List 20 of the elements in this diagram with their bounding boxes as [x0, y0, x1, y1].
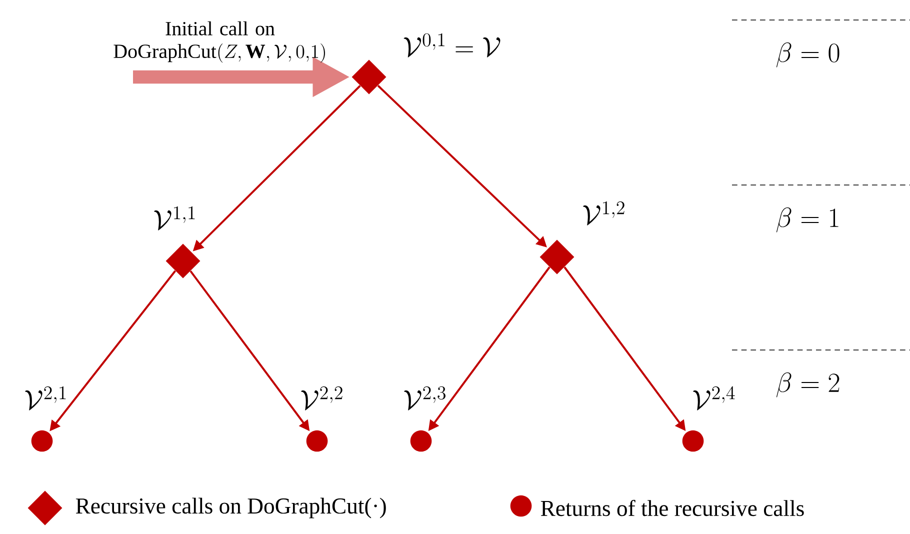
level-label: $\beta = 2$ [776, 372, 840, 398]
set-label: $\mathcal{V}^{2,2}$ [301, 386, 342, 410]
set-label: $\mathcal{V}^{2,4}$ [693, 386, 735, 410]
set-label: $\mathcal{V}^{1,1}$ [154, 206, 195, 230]
level-label: $\beta = 1$ [776, 207, 838, 232]
call-diamond [352, 60, 386, 94]
set-label: $\mathcal{V}^{2,1}$ [25, 386, 66, 410]
level-label: $\beta = 0$ [776, 42, 840, 68]
set-label: $\mathcal{V}^{2,3}$ [404, 386, 446, 410]
set-label: $\mathcal{V}^{0,1} = \mathcal{V}$ [404, 33, 500, 58]
call-diamond [166, 244, 200, 278]
return-dot [410, 430, 432, 452]
return-dot [682, 430, 704, 452]
legend-text: Returns of the recursive calls [540, 500, 804, 516]
legend-text: Recursive calls on DoGraphCut(·) [76, 498, 386, 518]
edge-label: $\text{Initial call on} \allowbreak \text{DoGraphCut}(Z, \mathbf{W}, \mathcal{V}, 0{,}1)$ [114, 21, 325, 63]
call-diamond [540, 240, 574, 274]
return-dot [31, 430, 53, 452]
return-dot [306, 430, 328, 452]
set-label: $\mathcal{V}^{1,2}$ [583, 201, 624, 226]
